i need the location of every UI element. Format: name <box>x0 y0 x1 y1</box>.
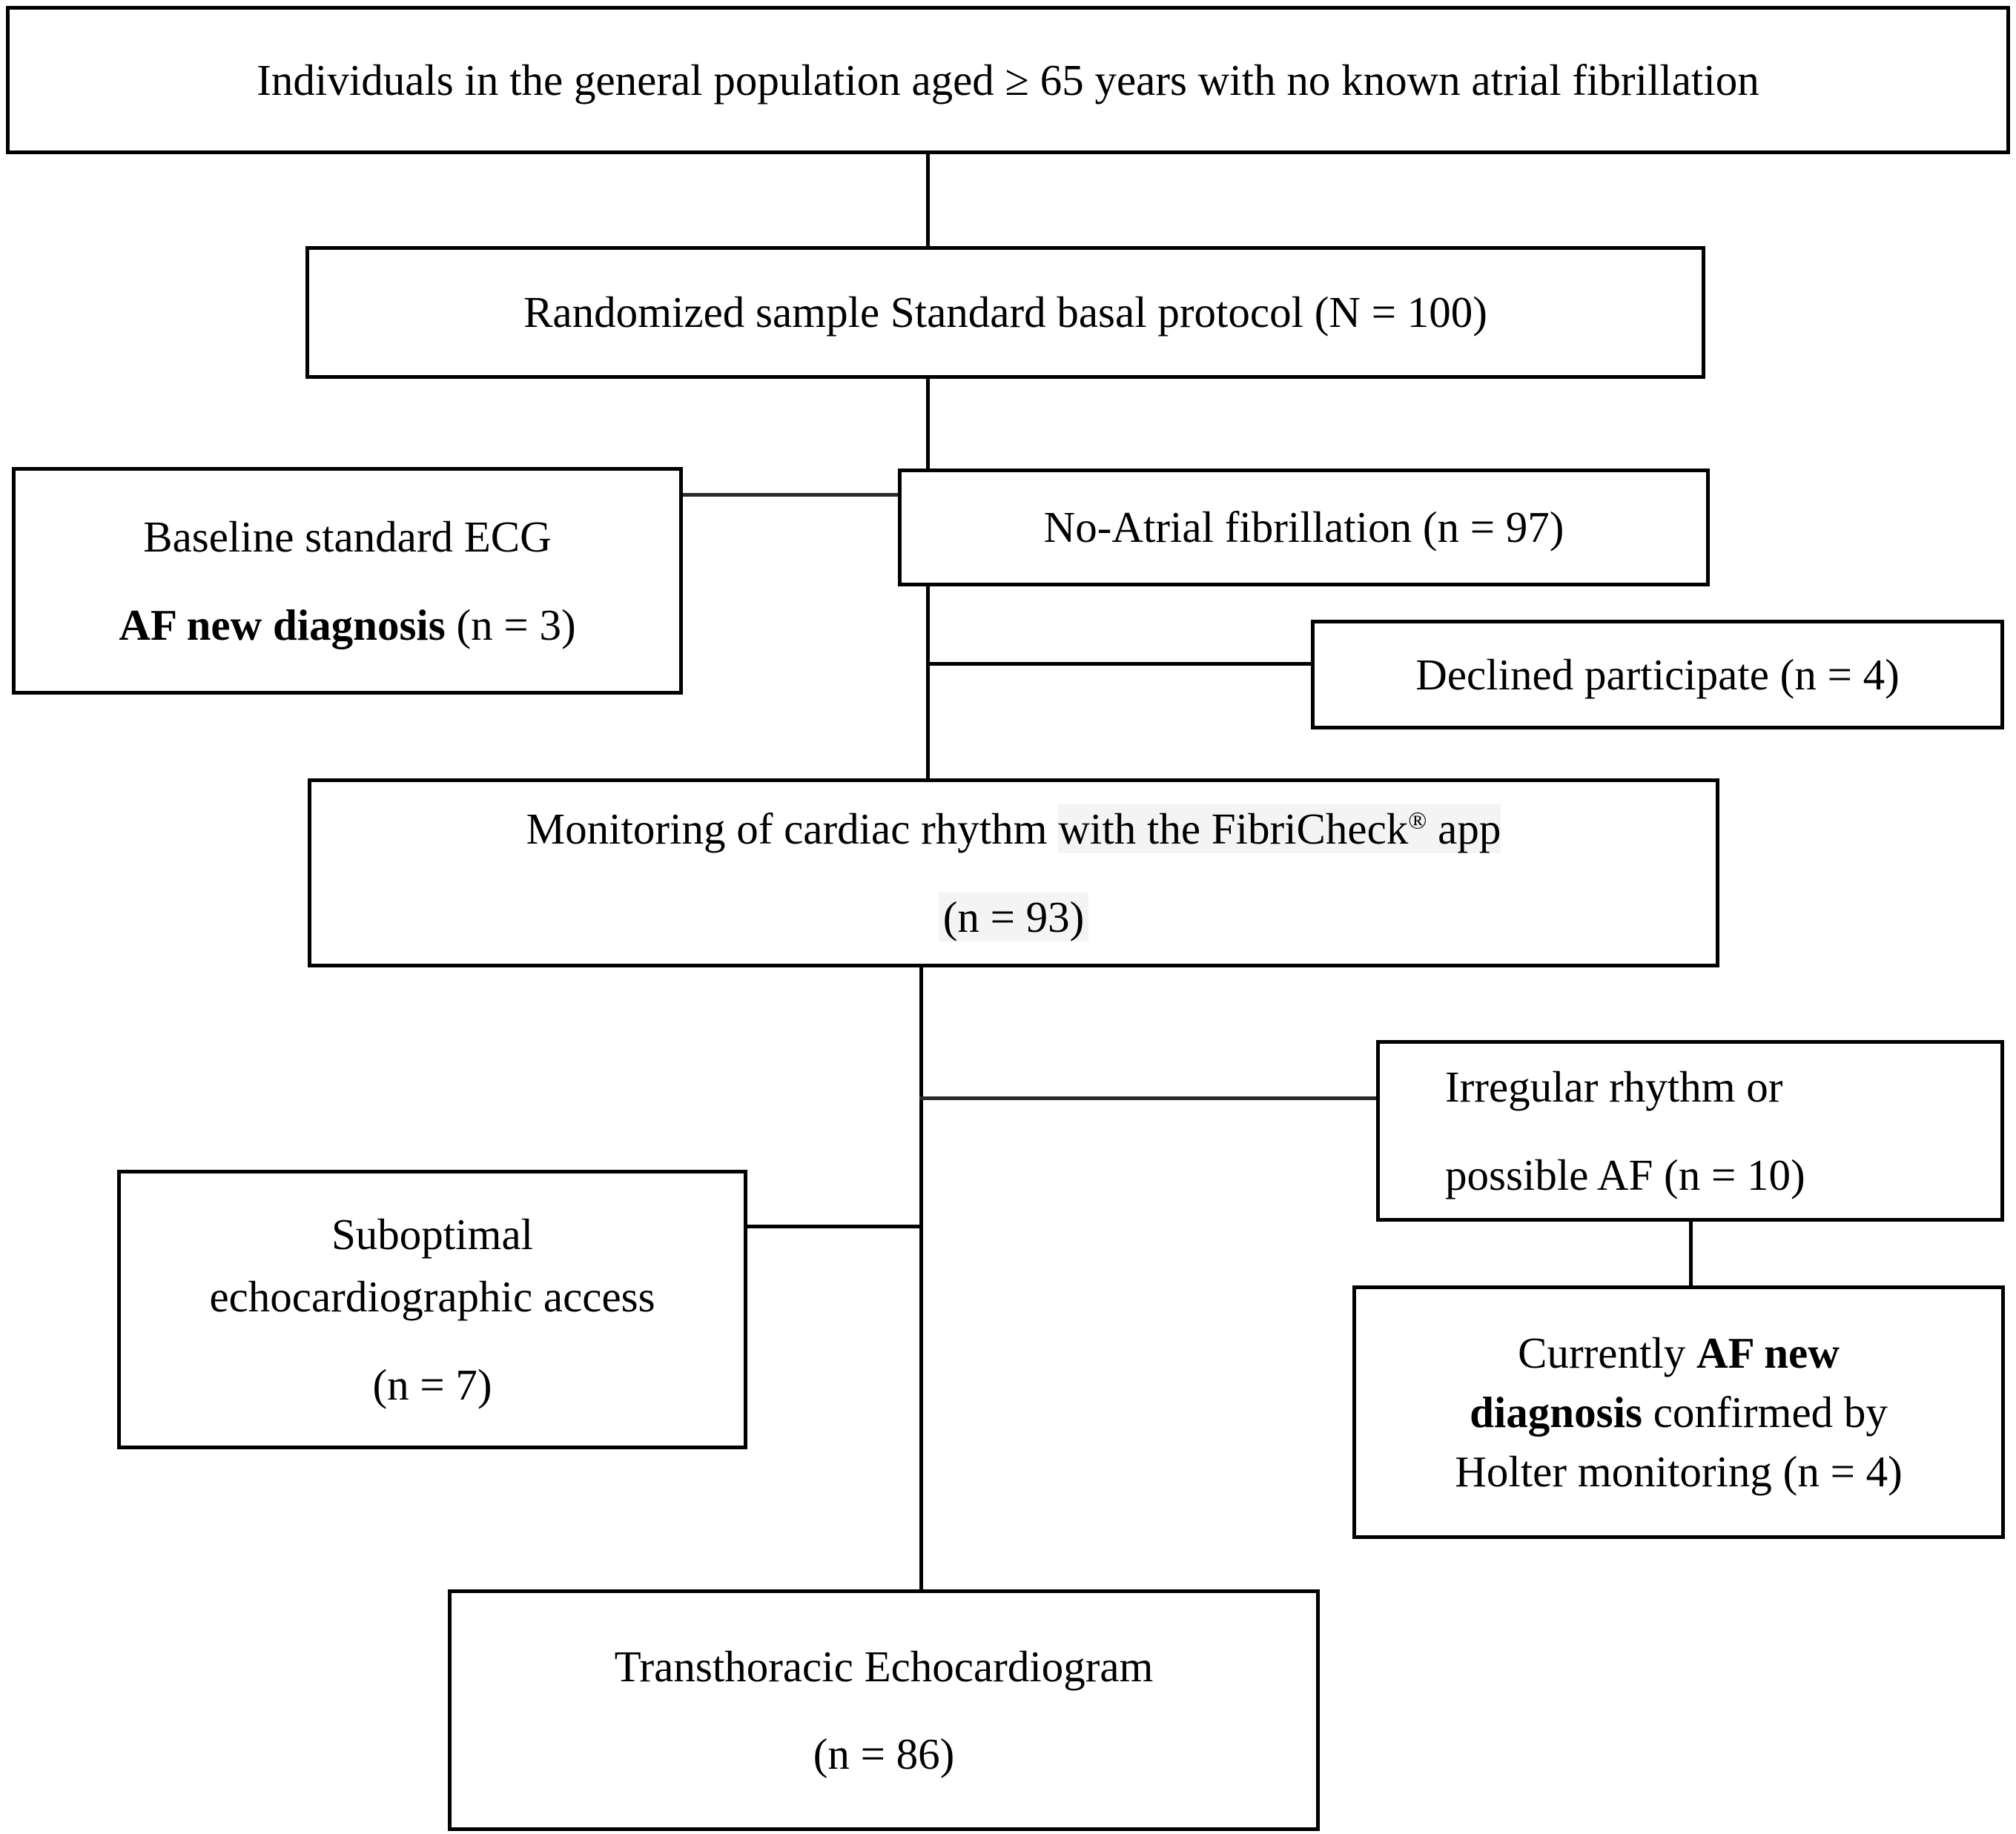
node-irregular-line1: Irregular rhythm or <box>1445 1062 1783 1112</box>
connector-spine-to-declined <box>926 662 1313 666</box>
node-randomized-line1: Randomized sample Standard basal protoco… <box>523 288 1487 337</box>
node-randomized-sample: Randomized sample Standard basal protoco… <box>305 246 1705 379</box>
connector-noaf-to-baseline-ecg <box>681 493 900 497</box>
node-population: Individuals in the general population ag… <box>6 6 2010 154</box>
node-monitoring-prefix: Monitoring of cardiac rhythm <box>526 804 1059 854</box>
node-holter-line3: Holter monitoring (n = 4) <box>1455 1447 1903 1497</box>
node-no-atrial-fibrillation: No-Atrial fibrillation (n = 97) <box>898 469 1710 586</box>
node-monitoring-count: (n = 93) <box>938 892 1089 941</box>
registered-trademark-icon: ® <box>1408 807 1427 835</box>
node-monitoring-fibricheck: Monitoring of cardiac rhythm with the Fi… <box>308 778 1719 967</box>
node-irregular-line2: possible AF (n = 10) <box>1445 1150 1805 1199</box>
node-baseline-ecg-count: (n = 3) <box>445 600 576 649</box>
node-baseline-ecg-line1: Baseline standard ECG <box>143 512 552 562</box>
node-holter-line2: diagnosis confirmed by <box>1356 1388 2001 1437</box>
node-suboptimal-echo-access: Suboptimal echocardiographic access (n =… <box>117 1170 747 1449</box>
node-holter-bold1: AF new <box>1696 1328 1840 1377</box>
node-monitoring-app-name: with the FibriCheck <box>1058 804 1409 854</box>
connector-spine-to-irregular <box>919 1096 1378 1100</box>
node-baseline-ecg-bold: AF new diagnosis <box>119 600 446 649</box>
node-holter-prefix: Currently <box>1518 1328 1697 1377</box>
node-baseline-ecg-line2: AF new diagnosis (n = 3) <box>16 600 679 649</box>
connector-suboptimal-to-spine <box>746 1225 923 1228</box>
connector-irregular-to-holter <box>1689 1219 1693 1288</box>
node-suboptimal-count: (n = 7) <box>372 1360 492 1409</box>
connector-randomized-to-noaf <box>926 377 930 471</box>
node-echo-count: (n = 86) <box>813 1729 955 1778</box>
node-irregular-rhythm: Irregular rhythm or possible AF (n = 10) <box>1376 1040 2004 1222</box>
connector-monitoring-spine <box>919 967 923 1594</box>
node-holter-bold2: diagnosis <box>1470 1387 1642 1437</box>
node-suboptimal-line2: echocardiographic access <box>209 1272 655 1322</box>
connector-noaf-spine <box>926 584 930 814</box>
node-baseline-ecg: Baseline standard ECG AF new diagnosis (… <box>12 467 683 695</box>
node-monitoring-app-suffix: app <box>1427 804 1501 854</box>
node-declined-line1: Declined participate (n = 4) <box>1415 649 1900 699</box>
node-holter-confirmed: Currently AF new diagnosis confirmed by … <box>1352 1285 2005 1539</box>
node-no-af-line1: No-Atrial fibrillation (n = 97) <box>1043 503 1564 552</box>
connector-population-to-randomized <box>926 152 930 247</box>
node-monitoring-highlight: with the FibriCheck® app <box>1058 804 1501 854</box>
node-population-line1: Individuals in the general population ag… <box>257 55 1759 105</box>
node-suboptimal-line1: Suboptimal <box>331 1210 534 1259</box>
node-monitoring-line1: Monitoring of cardiac rhythm with the Fi… <box>311 804 1716 854</box>
node-transthoracic-echocardiogram: Transthoracic Echocardiogram (n = 86) <box>448 1589 1320 1831</box>
node-holter-line1: Currently AF new <box>1356 1328 2001 1377</box>
node-echo-line1: Transthoracic Echocardiogram <box>614 1641 1154 1691</box>
node-declined-participate: Declined participate (n = 4) <box>1311 620 2004 729</box>
node-holter-line2-rest: confirmed by <box>1642 1387 1888 1437</box>
